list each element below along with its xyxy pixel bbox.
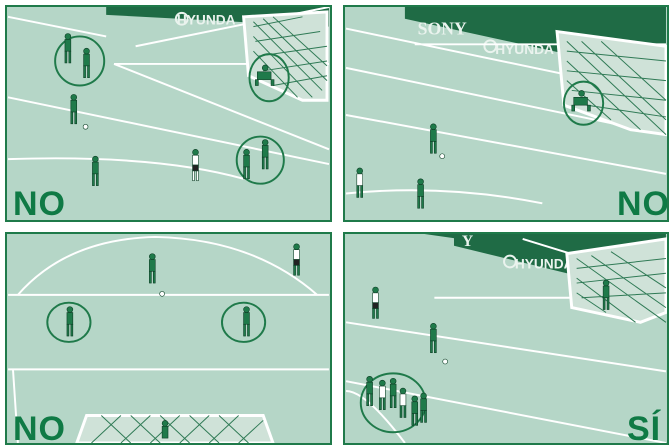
verdict-label: SÍ (627, 412, 661, 445)
players (67, 244, 300, 438)
players (65, 34, 274, 186)
panel-top-right: SONY HYUNDA NO (343, 5, 669, 222)
goal-net (244, 12, 327, 100)
goal-net (557, 32, 666, 135)
verdict-label: NO (13, 412, 66, 445)
highlight-circle (55, 36, 104, 85)
goal-net (77, 416, 273, 443)
goal-net (567, 239, 666, 322)
verdict-label: NO (617, 187, 669, 221)
panel-bottom-right: Y HYUNDA SÍ (343, 232, 669, 445)
panel-top-left: HYUNDA NO (5, 5, 332, 222)
ad-sony-partial: Y (462, 234, 474, 250)
ad-hyundai: HYUNDA (515, 256, 574, 271)
panel-bottom-left: NO (5, 232, 332, 445)
ad-sony: SONY (418, 18, 467, 38)
pitch-scene: Y HYUNDA (345, 234, 667, 443)
verdict-label: NO (13, 187, 66, 221)
